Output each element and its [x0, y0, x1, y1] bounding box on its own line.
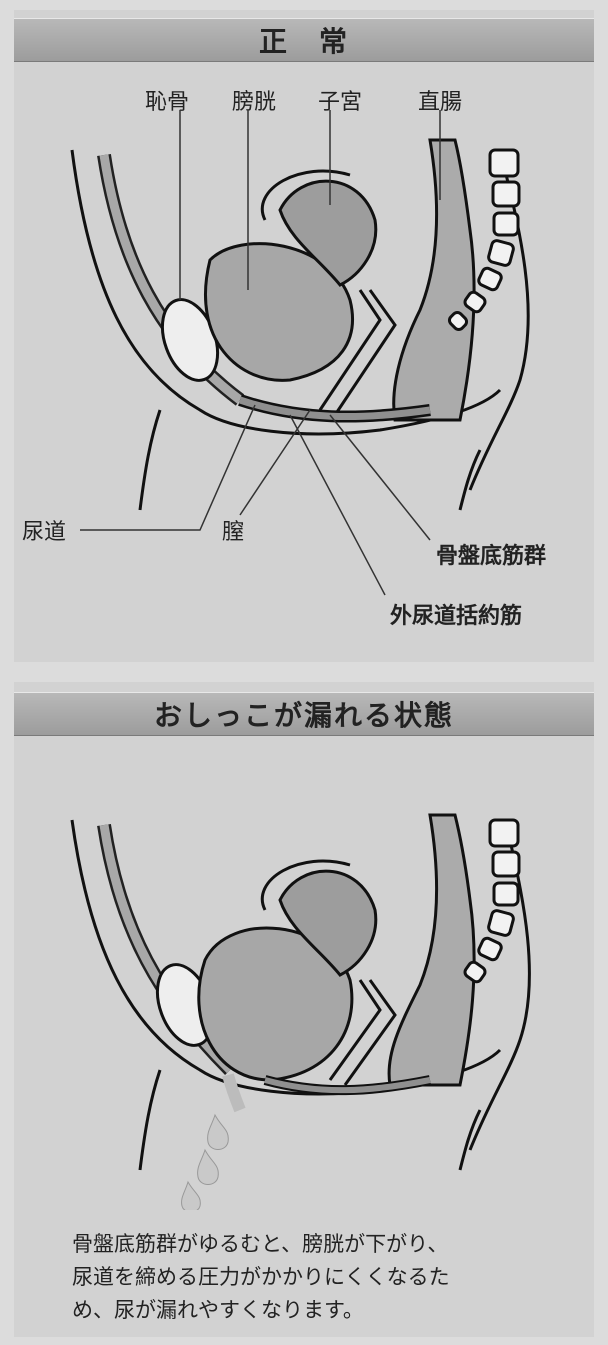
label-sphincter: 外尿道括約筋	[390, 604, 523, 629]
label-urethra: 尿道	[22, 520, 67, 545]
caption-line-3: め、尿が漏れやすくなります。	[72, 1298, 364, 1322]
label-vagina: 膣	[222, 520, 245, 545]
normal-anatomy-diagram	[70, 110, 530, 596]
leak-anatomy-diagram	[70, 813, 531, 1210]
label-pelvic-floor: 骨盤底筋群	[436, 544, 547, 569]
label-pubic-bone: 恥骨	[145, 90, 190, 115]
label-uterus: 子宮	[318, 90, 363, 115]
label-bladder: 膀胱	[232, 90, 277, 115]
leak-caption: 骨盤底筋群がゆるむと、膀胱が下がり、 尿道を締める圧力がかかりにくくなるた め、…	[72, 1228, 592, 1327]
caption-line-1: 骨盤底筋群がゆるむと、膀胱が下がり、	[72, 1232, 449, 1256]
caption-line-2: 尿道を締める圧力がかかりにくくなるた	[72, 1265, 450, 1289]
normal-title: 正 常	[14, 18, 594, 62]
leak-title: おしっこが漏れる状態	[14, 692, 594, 736]
